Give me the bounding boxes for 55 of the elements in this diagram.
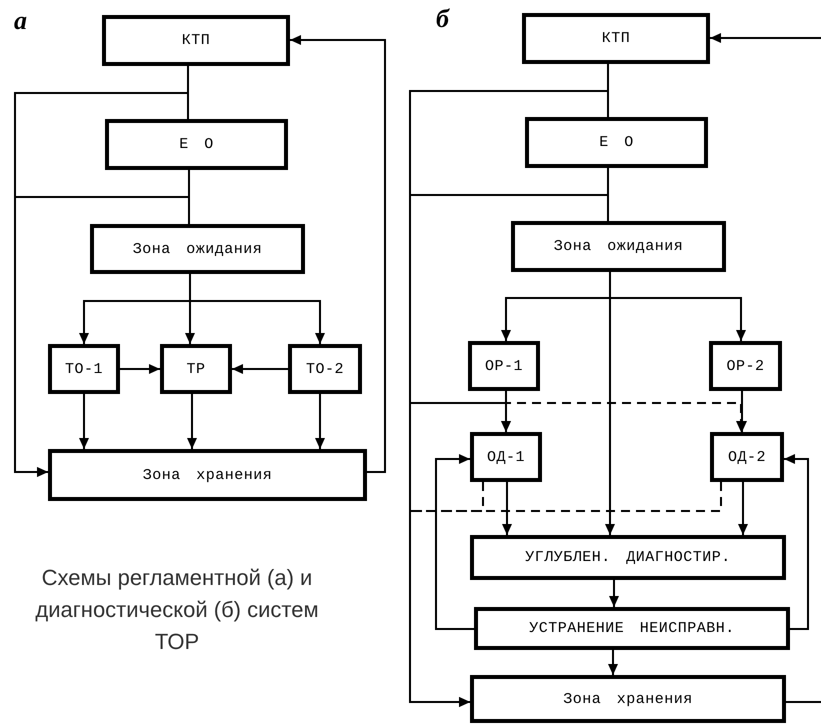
arrow	[315, 394, 325, 449]
node-label: Е О	[179, 136, 214, 153]
node-label: УСТРАНЕНИЕ НЕИСПРАВН.	[529, 620, 735, 637]
node-label: ОД-1	[486, 448, 525, 466]
arrow	[435, 454, 474, 630]
node-label: КТП	[602, 30, 630, 47]
arrow	[501, 391, 511, 432]
arrow	[189, 274, 325, 344]
process-box	[90, 224, 305, 274]
process-box	[160, 344, 232, 394]
node-label: ТО-2	[306, 360, 344, 378]
process-box	[105, 119, 288, 170]
process-box	[48, 344, 120, 394]
arrow	[738, 482, 748, 535]
panel-letter: б	[436, 6, 449, 32]
arrow	[605, 272, 615, 535]
arrow	[290, 35, 386, 473]
process-box	[710, 432, 784, 482]
process-box	[525, 117, 708, 168]
process-box	[522, 13, 710, 64]
arrow	[608, 650, 618, 675]
process-box	[102, 15, 290, 66]
arrow	[502, 482, 512, 535]
process-box	[470, 535, 786, 580]
node-label: Е О	[599, 134, 634, 151]
node-label: Зона ожидания	[554, 238, 684, 255]
process-box	[288, 344, 362, 394]
arrow	[120, 364, 160, 374]
node-label: УГЛУБЛЕН. ДИАГНОСТИР.	[525, 549, 731, 566]
panel-letter: а	[14, 8, 27, 34]
arrow	[784, 454, 809, 630]
process-box	[474, 607, 790, 650]
connector-line	[786, 701, 821, 703]
node-label: ОР-2	[726, 358, 764, 374]
process-box	[48, 449, 367, 501]
node-label: ТР	[186, 360, 206, 378]
node-label: ОР-1	[484, 358, 523, 374]
arrow	[710, 33, 821, 43]
node-label: КТП	[182, 32, 210, 49]
arrow	[187, 394, 197, 449]
process-box	[468, 341, 540, 391]
node-label: ТО-1	[64, 360, 103, 378]
arrow	[79, 394, 89, 449]
node-label: ОД-2	[728, 448, 766, 466]
process-box	[470, 432, 542, 482]
arrow	[609, 580, 619, 607]
process-box	[511, 221, 726, 272]
dashed-arrow	[409, 482, 722, 707]
process-box	[709, 341, 782, 391]
process-box	[470, 675, 786, 723]
node-label: Зона ожидания	[132, 240, 262, 258]
node-label: Зона хранения	[142, 466, 272, 484]
caption: Схемы регламентной (а) и диагностической (б) систем ТОР	[34, 564, 320, 656]
arrow	[232, 364, 288, 374]
node-label: Зона хранения	[563, 690, 693, 708]
